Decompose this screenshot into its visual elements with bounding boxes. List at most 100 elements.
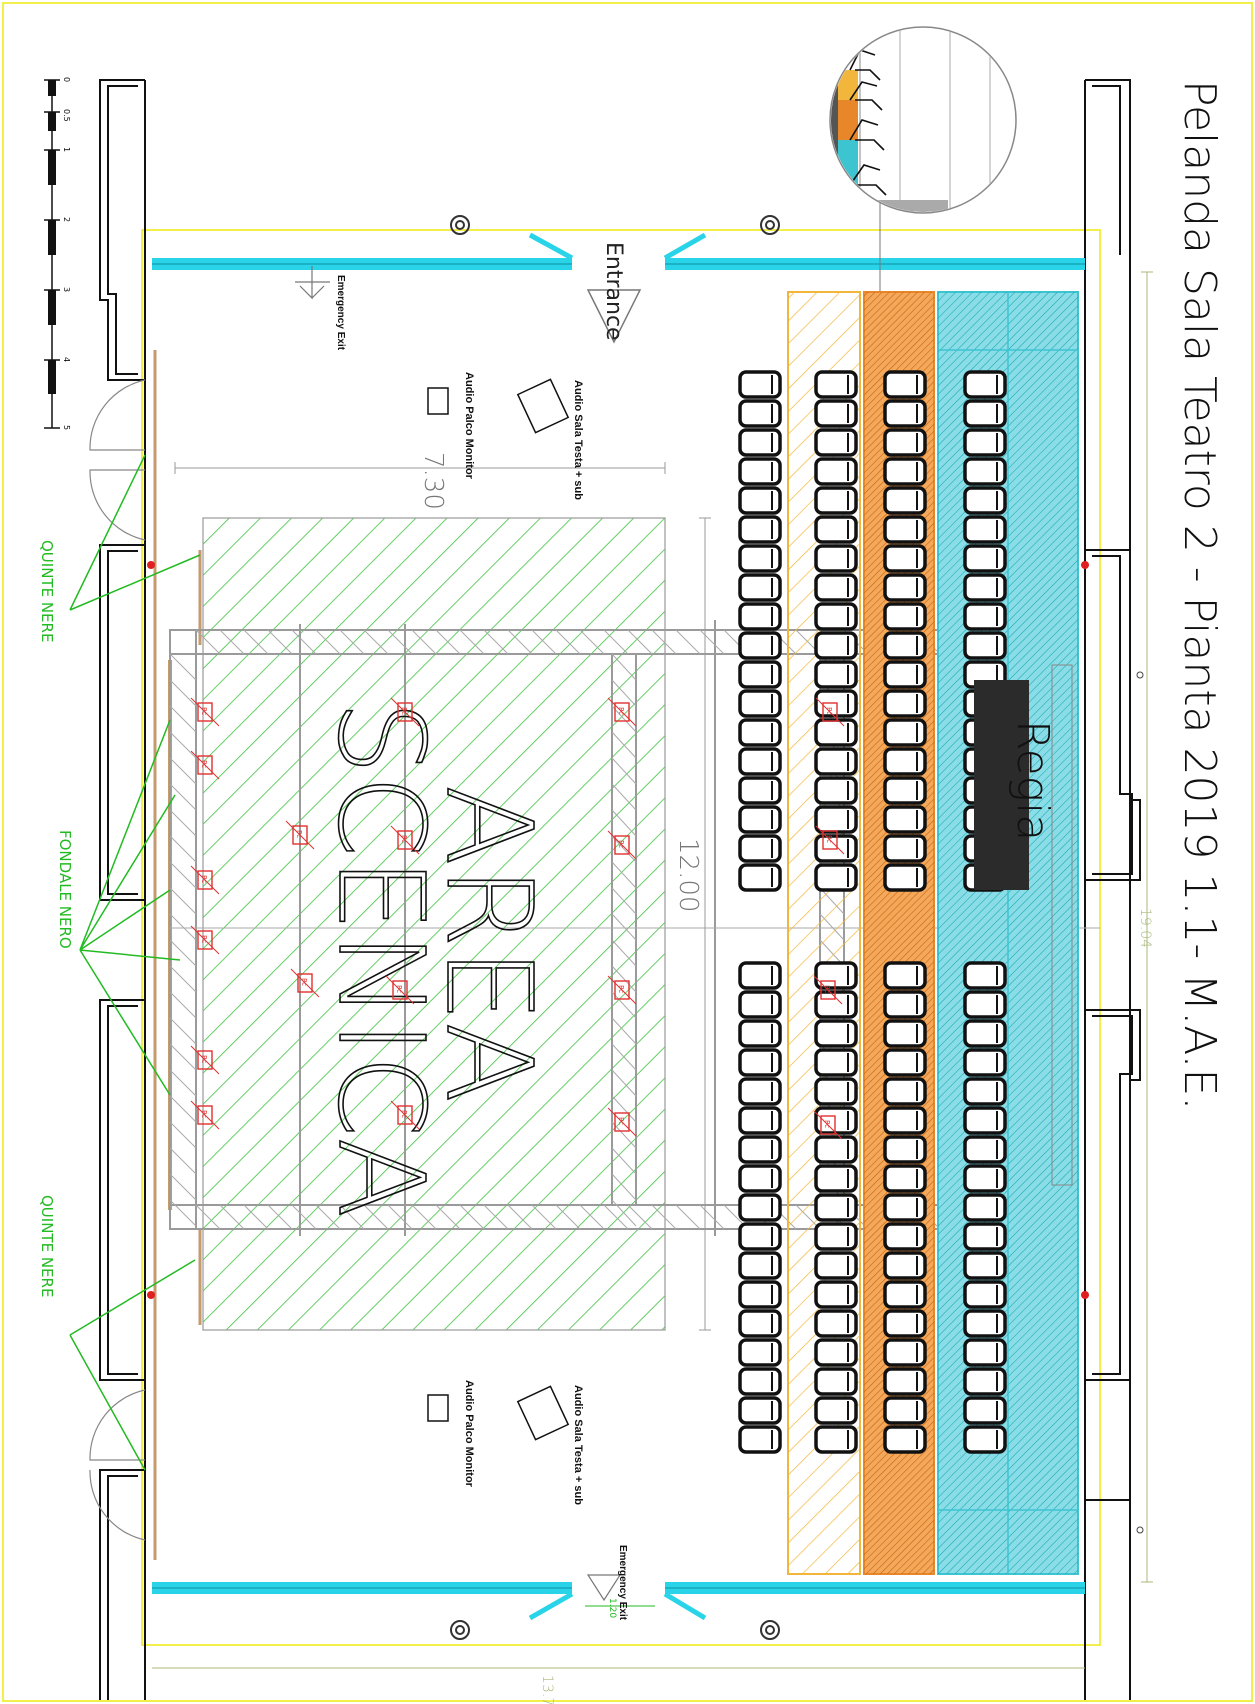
- scale-tick-label: 2: [62, 217, 71, 222]
- seat: [738, 1019, 782, 1048]
- columns: [450, 215, 780, 1640]
- light-fixture: Pc: [190, 697, 220, 727]
- seat: [883, 1193, 927, 1222]
- seat: [883, 1280, 927, 1309]
- light-tag: Pc: [617, 1117, 625, 1125]
- seat: [738, 486, 782, 515]
- seat: [883, 718, 927, 747]
- seat: [883, 1019, 927, 1048]
- light-fixture: Pc: [290, 968, 320, 998]
- seat: [883, 1309, 927, 1338]
- seat: [814, 747, 858, 776]
- seat: [883, 486, 927, 515]
- area-label: AREA: [420, 785, 558, 1103]
- seat: [738, 1077, 782, 1106]
- seat: [883, 1106, 927, 1135]
- seat: [963, 602, 1007, 631]
- seat: [883, 1338, 927, 1367]
- seat: [738, 1222, 782, 1251]
- section-detail: [829, 26, 1017, 214]
- seat: [738, 1106, 782, 1135]
- room-width-dim: 13.77: [539, 1675, 555, 1704]
- seat: [814, 1193, 858, 1222]
- seat: [963, 1077, 1007, 1106]
- seat: [883, 1251, 927, 1280]
- audio-sala-bottom: [516, 1385, 570, 1441]
- seat: [883, 515, 927, 544]
- seat: [963, 1280, 1007, 1309]
- fondale-nero: FONDALE NERO: [56, 830, 74, 949]
- seat: [814, 1077, 858, 1106]
- seat: [883, 573, 927, 602]
- seat: [883, 805, 927, 834]
- seat: [883, 602, 927, 631]
- seat: [738, 718, 782, 747]
- seat: [814, 515, 858, 544]
- seat: [963, 486, 1007, 515]
- scale-tick-label: 4: [62, 357, 71, 362]
- light-fixture: Pc: [385, 975, 415, 1005]
- seat: [963, 1309, 1007, 1338]
- seat: [738, 1048, 782, 1077]
- audio-sala-top: [516, 378, 570, 434]
- audio-sala-bottom-label: Audio Sala Testa + sub: [572, 1385, 584, 1505]
- light-tag: Pc: [300, 978, 308, 986]
- audio-palco-top-label: Audio Palco Monitor: [463, 372, 475, 480]
- seat: [883, 863, 927, 892]
- light-tag: Pc: [200, 1055, 208, 1063]
- light-fixture: Pc: [390, 1100, 420, 1130]
- seat: [738, 1251, 782, 1280]
- seat: [814, 1309, 858, 1338]
- scale-tick-label: 5: [62, 425, 71, 430]
- seat: [963, 1135, 1007, 1164]
- seat: [883, 834, 927, 863]
- seat: [738, 428, 782, 457]
- seat: [814, 573, 858, 602]
- audio-palco-bottom: [427, 1394, 449, 1422]
- seat: [814, 805, 858, 834]
- light-tag: Pc: [825, 835, 833, 843]
- light-tag: Pc: [200, 707, 208, 715]
- light-tag: Pc: [400, 707, 408, 715]
- seat: [814, 631, 858, 660]
- seat: [738, 1135, 782, 1164]
- seat: [814, 1048, 858, 1077]
- light-fixture: Pc: [285, 820, 315, 850]
- seat: [883, 990, 927, 1019]
- seat: [963, 428, 1007, 457]
- seat: [963, 1396, 1007, 1425]
- seat: [814, 863, 858, 892]
- seat: [963, 1106, 1007, 1135]
- seat: [963, 457, 1007, 486]
- seat: [963, 1019, 1007, 1048]
- audio-sala-top-label: Audio Sala Testa + sub: [572, 380, 584, 500]
- scale-tick-label: 1: [62, 147, 71, 152]
- seat: [883, 1048, 927, 1077]
- top-glass-wall: [152, 232, 1085, 270]
- seat: [738, 990, 782, 1019]
- seat: [814, 486, 858, 515]
- seat: [814, 1019, 858, 1048]
- light-tag: Pc: [617, 707, 625, 715]
- light-tag: Pc: [617, 840, 625, 848]
- seat: [738, 1280, 782, 1309]
- seat: [738, 805, 782, 834]
- quinte-nere-top: QUINTE NERE: [38, 540, 56, 642]
- seat: [814, 370, 858, 399]
- entrance-arrow: [586, 289, 642, 344]
- seat: [883, 961, 927, 990]
- seat: [963, 573, 1007, 602]
- seat: [814, 544, 858, 573]
- light-tag: Pc: [400, 835, 408, 843]
- seat: [883, 631, 927, 660]
- seat: [883, 370, 927, 399]
- light-fixture: Pc: [190, 925, 220, 955]
- light-fixture: Pc: [813, 975, 843, 1005]
- room-length-dim: 19.04: [1137, 908, 1153, 948]
- quinte-nere-bottom: QUINTE NERE: [38, 1195, 56, 1297]
- seat: [738, 515, 782, 544]
- seat: [883, 1367, 927, 1396]
- seat: [814, 1106, 858, 1135]
